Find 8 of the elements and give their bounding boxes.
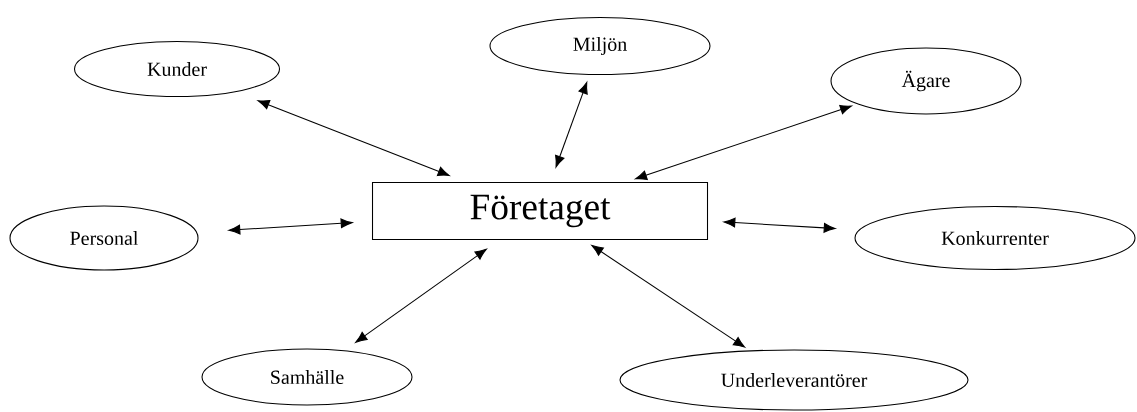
arrow — [355, 248, 487, 343]
arrow — [723, 217, 836, 233]
arrow — [591, 245, 746, 348]
arrow — [257, 100, 450, 177]
arrow — [635, 104, 852, 180]
arrow — [555, 81, 588, 168]
arrow — [228, 218, 353, 235]
company-box: Företaget — [371, 181, 709, 241]
